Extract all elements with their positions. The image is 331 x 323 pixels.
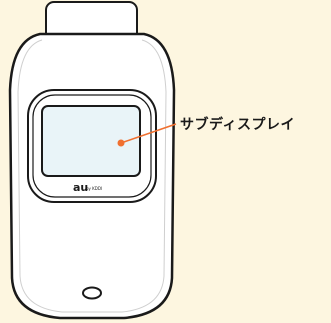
au-logo: au <box>73 181 88 194</box>
sub-display-screen <box>41 105 141 177</box>
sub-display-label: サブディスプレイ <box>180 117 296 133</box>
callout-line <box>120 123 177 144</box>
au-logo-sub: by KDDI <box>86 186 102 191</box>
phone-body-inner-line <box>17 39 167 313</box>
bottom-button <box>82 286 102 300</box>
